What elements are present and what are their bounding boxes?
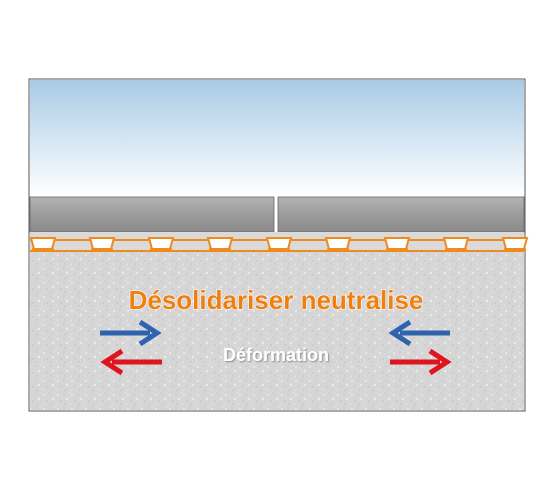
arrow-blue-right-side <box>388 319 450 347</box>
tile-layer <box>29 196 525 233</box>
sky-background <box>30 80 524 197</box>
arrow-red-left-side <box>100 348 162 376</box>
tile-left <box>29 196 275 233</box>
deformation-label: Déformation <box>223 345 329 365</box>
headline-text: Désolidariser neutralise <box>129 285 424 315</box>
tile-right <box>277 196 525 233</box>
membrane-cell <box>324 237 352 250</box>
membrane-cell <box>206 237 234 250</box>
arrow-blue-left-side <box>100 319 162 347</box>
membrane-cell <box>88 237 116 250</box>
membrane-cell <box>265 237 293 250</box>
membrane-cell <box>29 237 57 250</box>
membrane-cell <box>383 237 411 250</box>
membrane-cell <box>501 237 529 250</box>
arrow-red-right-side <box>390 348 452 376</box>
membrane-cell <box>147 237 175 250</box>
decoupling-membrane <box>29 232 529 252</box>
membrane-cell <box>442 237 470 250</box>
